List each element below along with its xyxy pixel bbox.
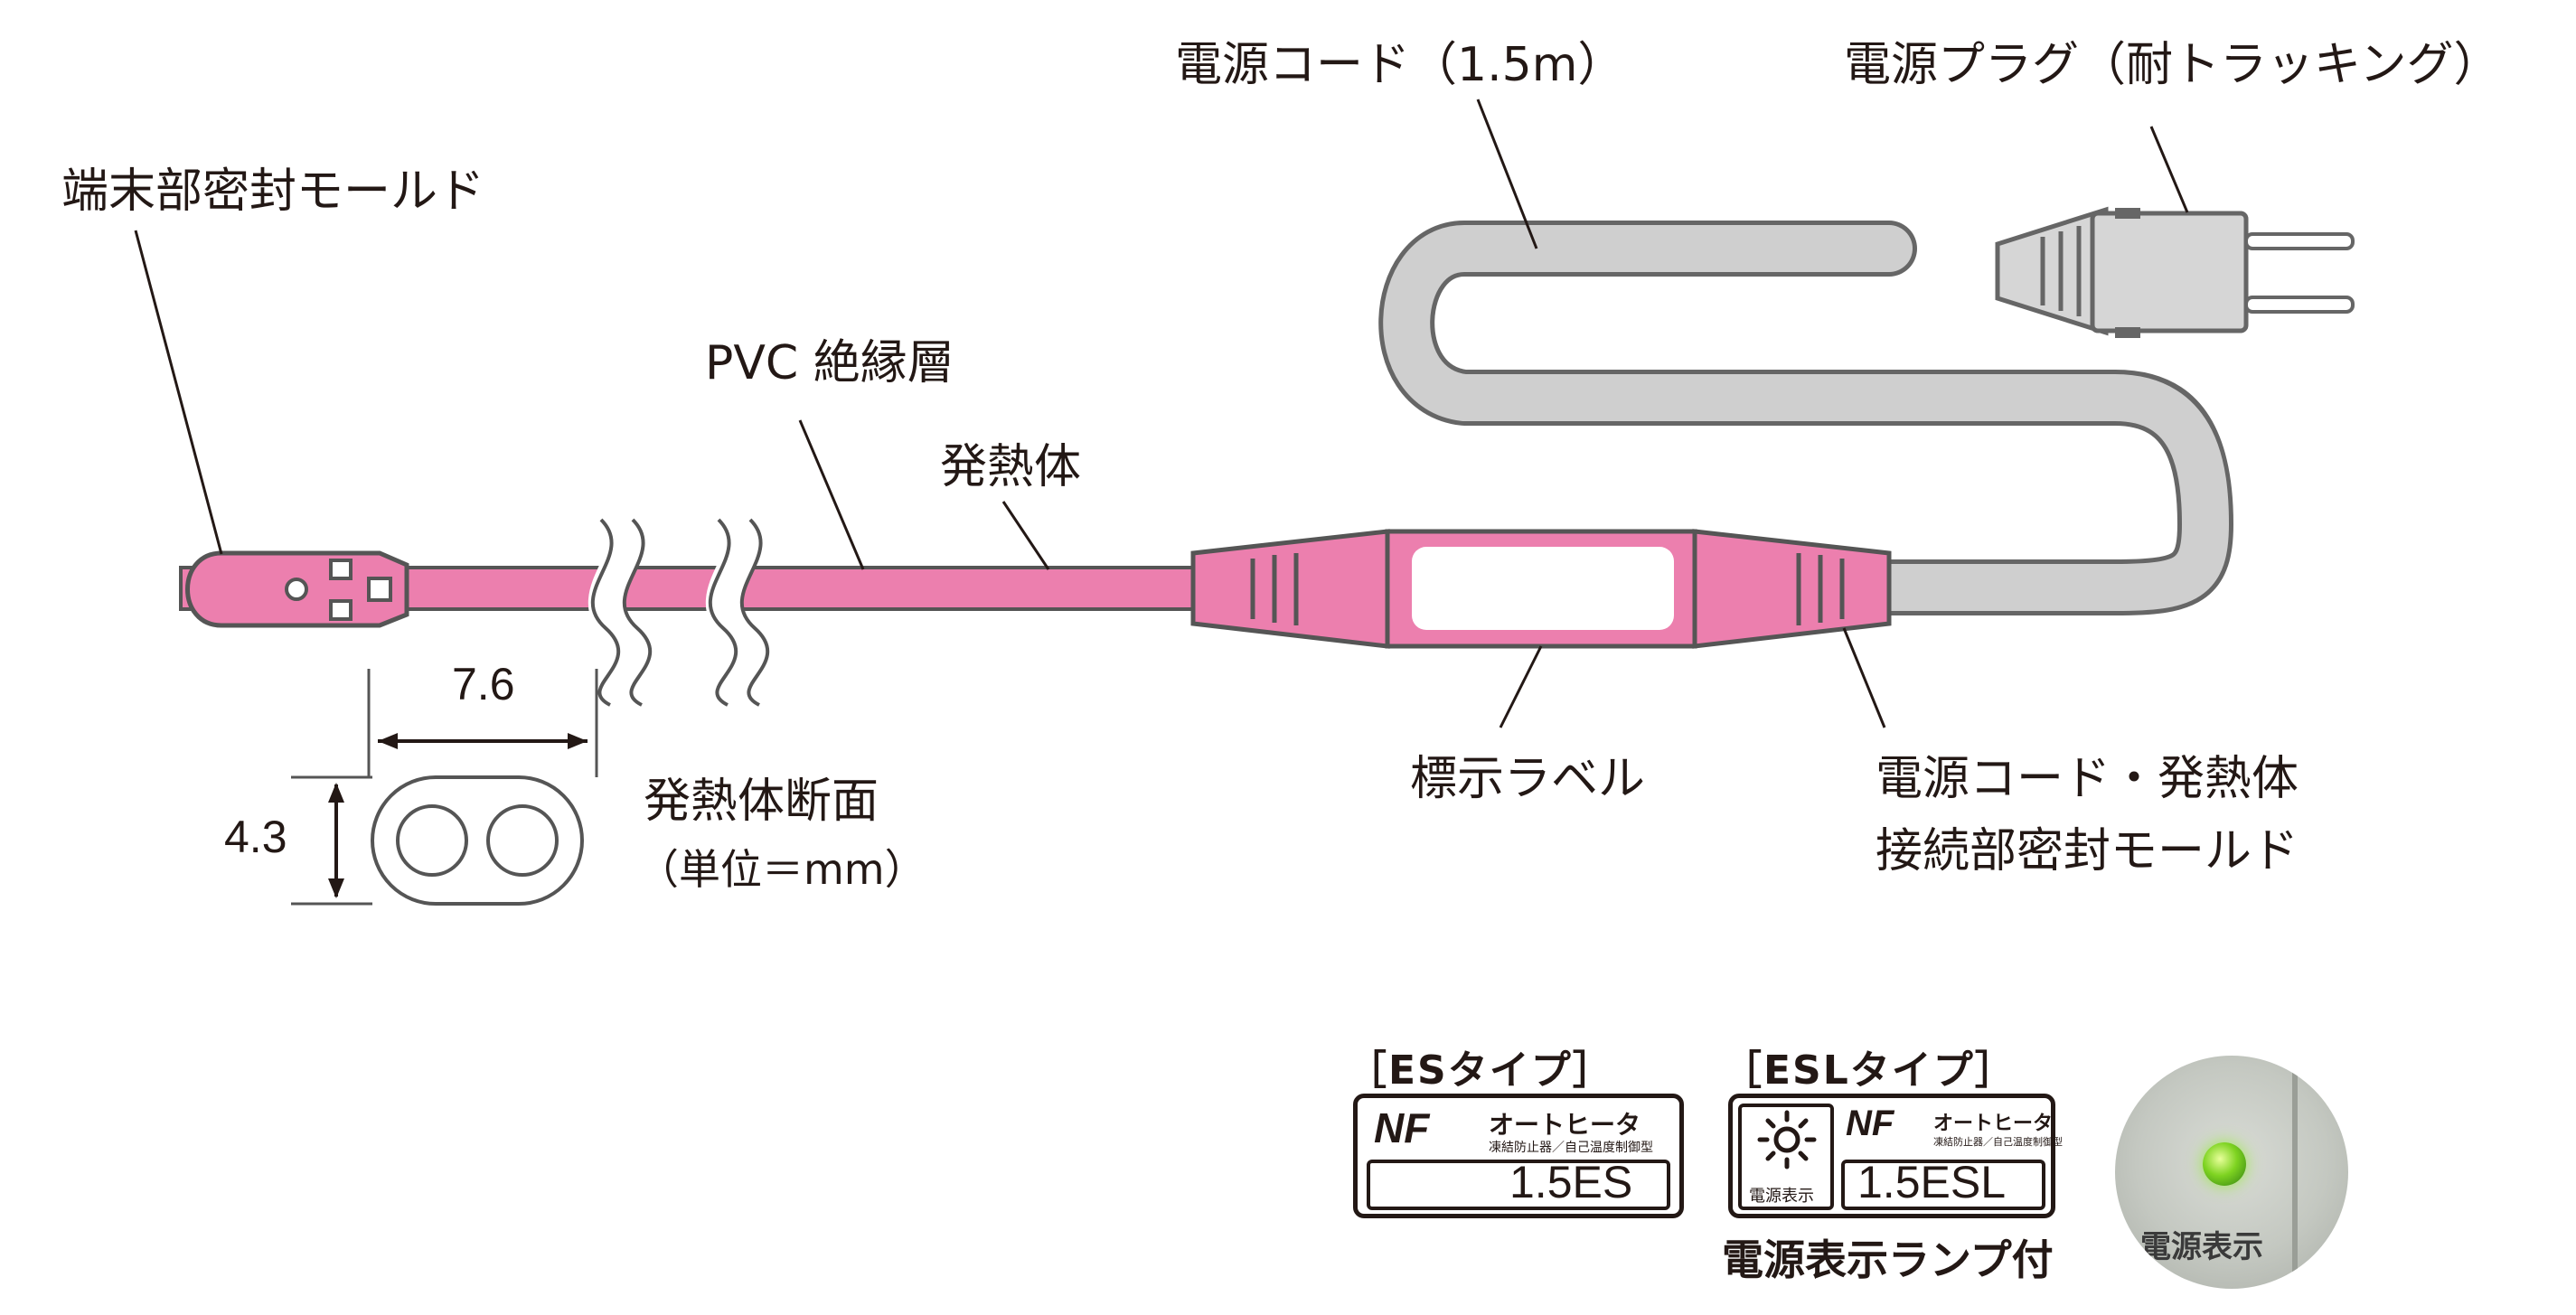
es-type-title: ［ESタイプ］ <box>1347 1047 1614 1094</box>
brand-name: オートヒータ <box>1933 1112 2054 1134</box>
esl-type-title: ［ESLタイプ］ <box>1722 1047 2017 1094</box>
panel-edge <box>2292 1056 2298 1289</box>
led-indicator <box>2203 1142 2246 1186</box>
photo-caption: 電源表示 <box>2140 1229 2263 1265</box>
badge-subtext: 凍結防止器／自己温度制御型 <box>1489 1140 1653 1154</box>
joint-mold-label-line2: 接続部密封モールド <box>1876 824 2299 878</box>
power-plug <box>1995 206 2355 338</box>
joint-mold <box>1190 529 1892 649</box>
nf-logo: NF <box>1846 1104 1894 1143</box>
cross-section <box>291 669 598 906</box>
end-mold-label: 端末部密封モールド <box>61 164 485 219</box>
es-badge: NF オートヒータ 凍結防止器／自己温度制御型 1.5ES <box>1353 1094 1684 1218</box>
nf-logo: NF <box>1374 1104 1430 1151</box>
model-number: 1.5ESL <box>1857 1157 2007 1207</box>
unit-note: （単位＝mm） <box>637 845 926 894</box>
power-cord-label: 電源コード（1.5m） <box>1175 38 1625 92</box>
lamp-caption: 電源表示 <box>1749 1187 1814 1205</box>
width-dimension: 7.6 <box>452 659 515 709</box>
lamp-icon <box>1757 1110 1817 1169</box>
pvc-layer-label: PVC 絶縁層 <box>705 336 954 390</box>
model-number: 1.5ES <box>1509 1157 1633 1207</box>
power-plug-label: 電源プラグ（耐トラッキング） <box>1844 38 2501 92</box>
lamp-note: 電源表示ランプ付 <box>1722 1235 2054 1284</box>
height-dimension: 4.3 <box>224 812 287 862</box>
end-mold <box>185 550 409 628</box>
heater-label: 発熱体 <box>940 440 1082 494</box>
power-lamp-photo: 電源表示 <box>2115 1056 2348 1289</box>
brand-name: オートヒータ <box>1489 1111 1641 1139</box>
display-label-label: 標示ラベル <box>1410 752 1646 806</box>
cross-section-title: 発熱体断面 <box>644 775 879 829</box>
joint-mold-label-line1: 電源コード・発熱体 <box>1876 752 2299 806</box>
esl-badge: 電源表示 NF オートヒータ 凍結防止器／自己温度制御型 1.5ESL <box>1728 1094 2063 1218</box>
badge-subtext: 凍結防止器／自己温度制御型 <box>1933 1137 2063 1148</box>
